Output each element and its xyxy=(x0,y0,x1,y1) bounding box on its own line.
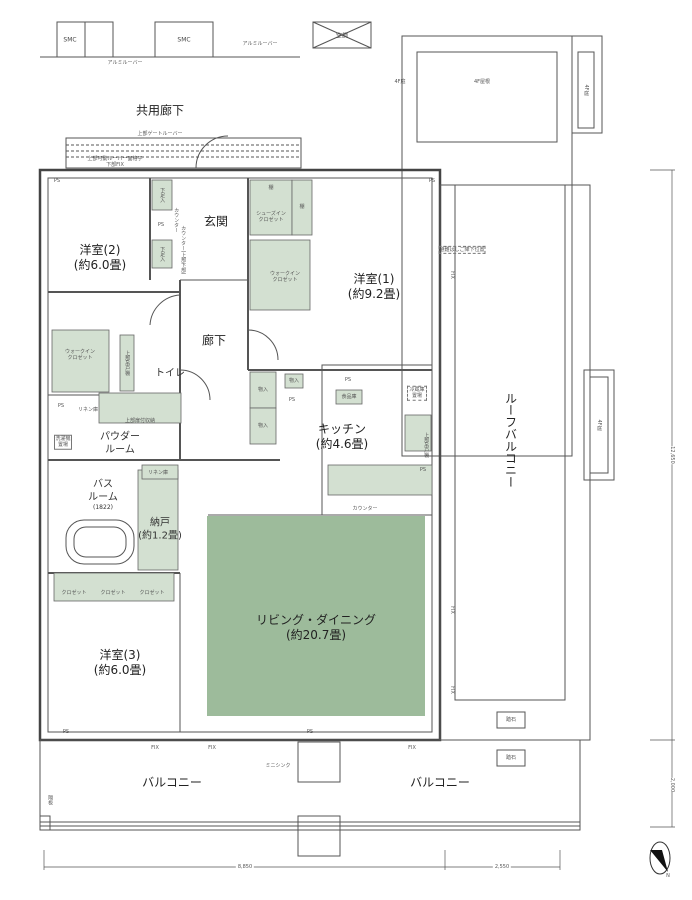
counter-label: カウンター xyxy=(173,207,180,233)
closet-in-label-3: 物入 xyxy=(288,377,300,384)
f4-garden-right-top-label: 4F庭 xyxy=(583,84,590,96)
closet-label-2: クロゼット xyxy=(100,589,126,596)
dimension-width-left: 8,850 xyxy=(235,863,255,871)
escape-ladder-label: 避難はしご降下位置 xyxy=(438,245,486,255)
room-toilet: トイレ xyxy=(155,367,185,379)
wic1-label: ウォークインクロゼット xyxy=(269,270,301,283)
ps-label: PS xyxy=(57,402,65,409)
shelf-label-2: 棚 xyxy=(299,203,305,210)
room-corridor: 廊下 xyxy=(201,333,227,348)
ps-label: PS xyxy=(428,177,436,184)
room-western1: 洋室(1)(約9.2畳) xyxy=(347,272,401,301)
wic2-label: ウォークインクロゼット xyxy=(64,348,96,361)
room-storage: 納戸(約1.2畳) xyxy=(138,517,182,542)
fix-label: FIX xyxy=(408,744,416,751)
common-corridor-label: 共用廊下 xyxy=(135,103,185,118)
movable-louver-label: 上部可動ルーバー面格子 xyxy=(87,155,143,162)
closet-label-3: クロゼット xyxy=(139,589,165,596)
ps-label: PS xyxy=(53,177,61,184)
kitchen-counter-label: カウンター xyxy=(352,505,378,512)
upper-gate-louver-label: 上部ゲートルーバー xyxy=(137,130,183,137)
shoes-in-closet-label: シューズインクロゼット xyxy=(256,210,286,223)
f4-garden-top-label: 4F庭 xyxy=(394,78,406,85)
room-powder: パウダールーム xyxy=(100,431,140,456)
room-balcony-left: バルコニー xyxy=(142,775,202,790)
alumi-louver-label-2: アルミルーバー xyxy=(107,59,143,66)
ps-label: PS xyxy=(344,376,352,383)
f4-garden-right-label: 4F庭 xyxy=(596,419,603,431)
room-roof-balcony: ルーフバルコニー xyxy=(503,392,518,488)
duct-label: 空調 xyxy=(335,32,349,40)
ps-label: PS xyxy=(288,396,296,403)
ps-label: PS xyxy=(157,221,165,228)
room-western3: 洋室(3)(約6.0畳) xyxy=(93,648,147,677)
ps-label: PS xyxy=(306,728,314,735)
mini-sink-label: ミニシンク xyxy=(265,762,291,769)
fix-label: FIX xyxy=(208,744,216,751)
shoe-box-label: 下足入 xyxy=(159,187,166,203)
washer-label: 洗濯機置場 xyxy=(54,434,72,450)
room-kitchen: キッチン(約4.6畳) xyxy=(315,422,369,451)
upper-door-storage-label: 上部扉付収納 xyxy=(124,417,156,424)
fridge-label: 冷蔵庫置場 xyxy=(407,385,427,401)
shoe-box2-label: 下足入 xyxy=(159,246,166,262)
fix-label: FIX xyxy=(449,686,456,694)
ps-label: PS xyxy=(419,466,427,473)
room-living-dining: リビング・ダイニング(約20.7畳) xyxy=(255,613,377,642)
dimension-balcony-depth: 2,000 xyxy=(668,777,676,793)
fix-label: FIX xyxy=(449,271,456,279)
closet-label-1: クロゼット xyxy=(61,589,87,596)
fix-label: FIX xyxy=(151,744,159,751)
compass-icon xyxy=(649,841,671,875)
room-western2: 洋室(2)(約6.0畳) xyxy=(73,243,127,272)
closet-in-label-2: 物入 xyxy=(257,422,269,429)
linen-label-1: リネン庫 xyxy=(77,406,99,413)
stepping-stone-label-2: 踏石 xyxy=(505,754,517,761)
closet-in-label-1: 物入 xyxy=(257,386,269,393)
linen-label-2: リネン庫 xyxy=(147,469,169,476)
smc-label-1: SMC xyxy=(63,36,77,44)
ps-label: PS xyxy=(62,728,70,735)
dimension-depth: 12,650 xyxy=(668,446,676,464)
stepping-stone-label-1: 踏石 xyxy=(505,716,517,723)
smc-label-2: SMC xyxy=(177,36,191,44)
pantry-label: 食品庫 xyxy=(341,393,357,400)
partition-label: 隔板 xyxy=(47,795,54,805)
upper-cabinet-toilet-label: 上部吊戸棚 xyxy=(124,350,131,376)
room-balcony-right: バルコニー xyxy=(410,775,470,790)
fix-label: FIX xyxy=(449,606,456,614)
dimension-width-right: 2,550 xyxy=(492,863,512,871)
room-entrance: 玄関 xyxy=(203,214,229,229)
f4-roof-label: 4F屋根 xyxy=(473,78,491,85)
upper-cabinet-kitchen-label: 上部吊戸棚 xyxy=(423,432,430,458)
room-bath: バスルーム(1822) xyxy=(88,478,118,511)
lower-fix-label: 下部FIX xyxy=(106,161,124,168)
compass-north-label: N xyxy=(666,872,670,879)
shelf-label-1: 棚 xyxy=(268,184,274,191)
alumi-louver-label-1: アルミルーバー xyxy=(242,40,278,47)
counter-upper-label: カウンター(上部下部) xyxy=(180,225,187,275)
